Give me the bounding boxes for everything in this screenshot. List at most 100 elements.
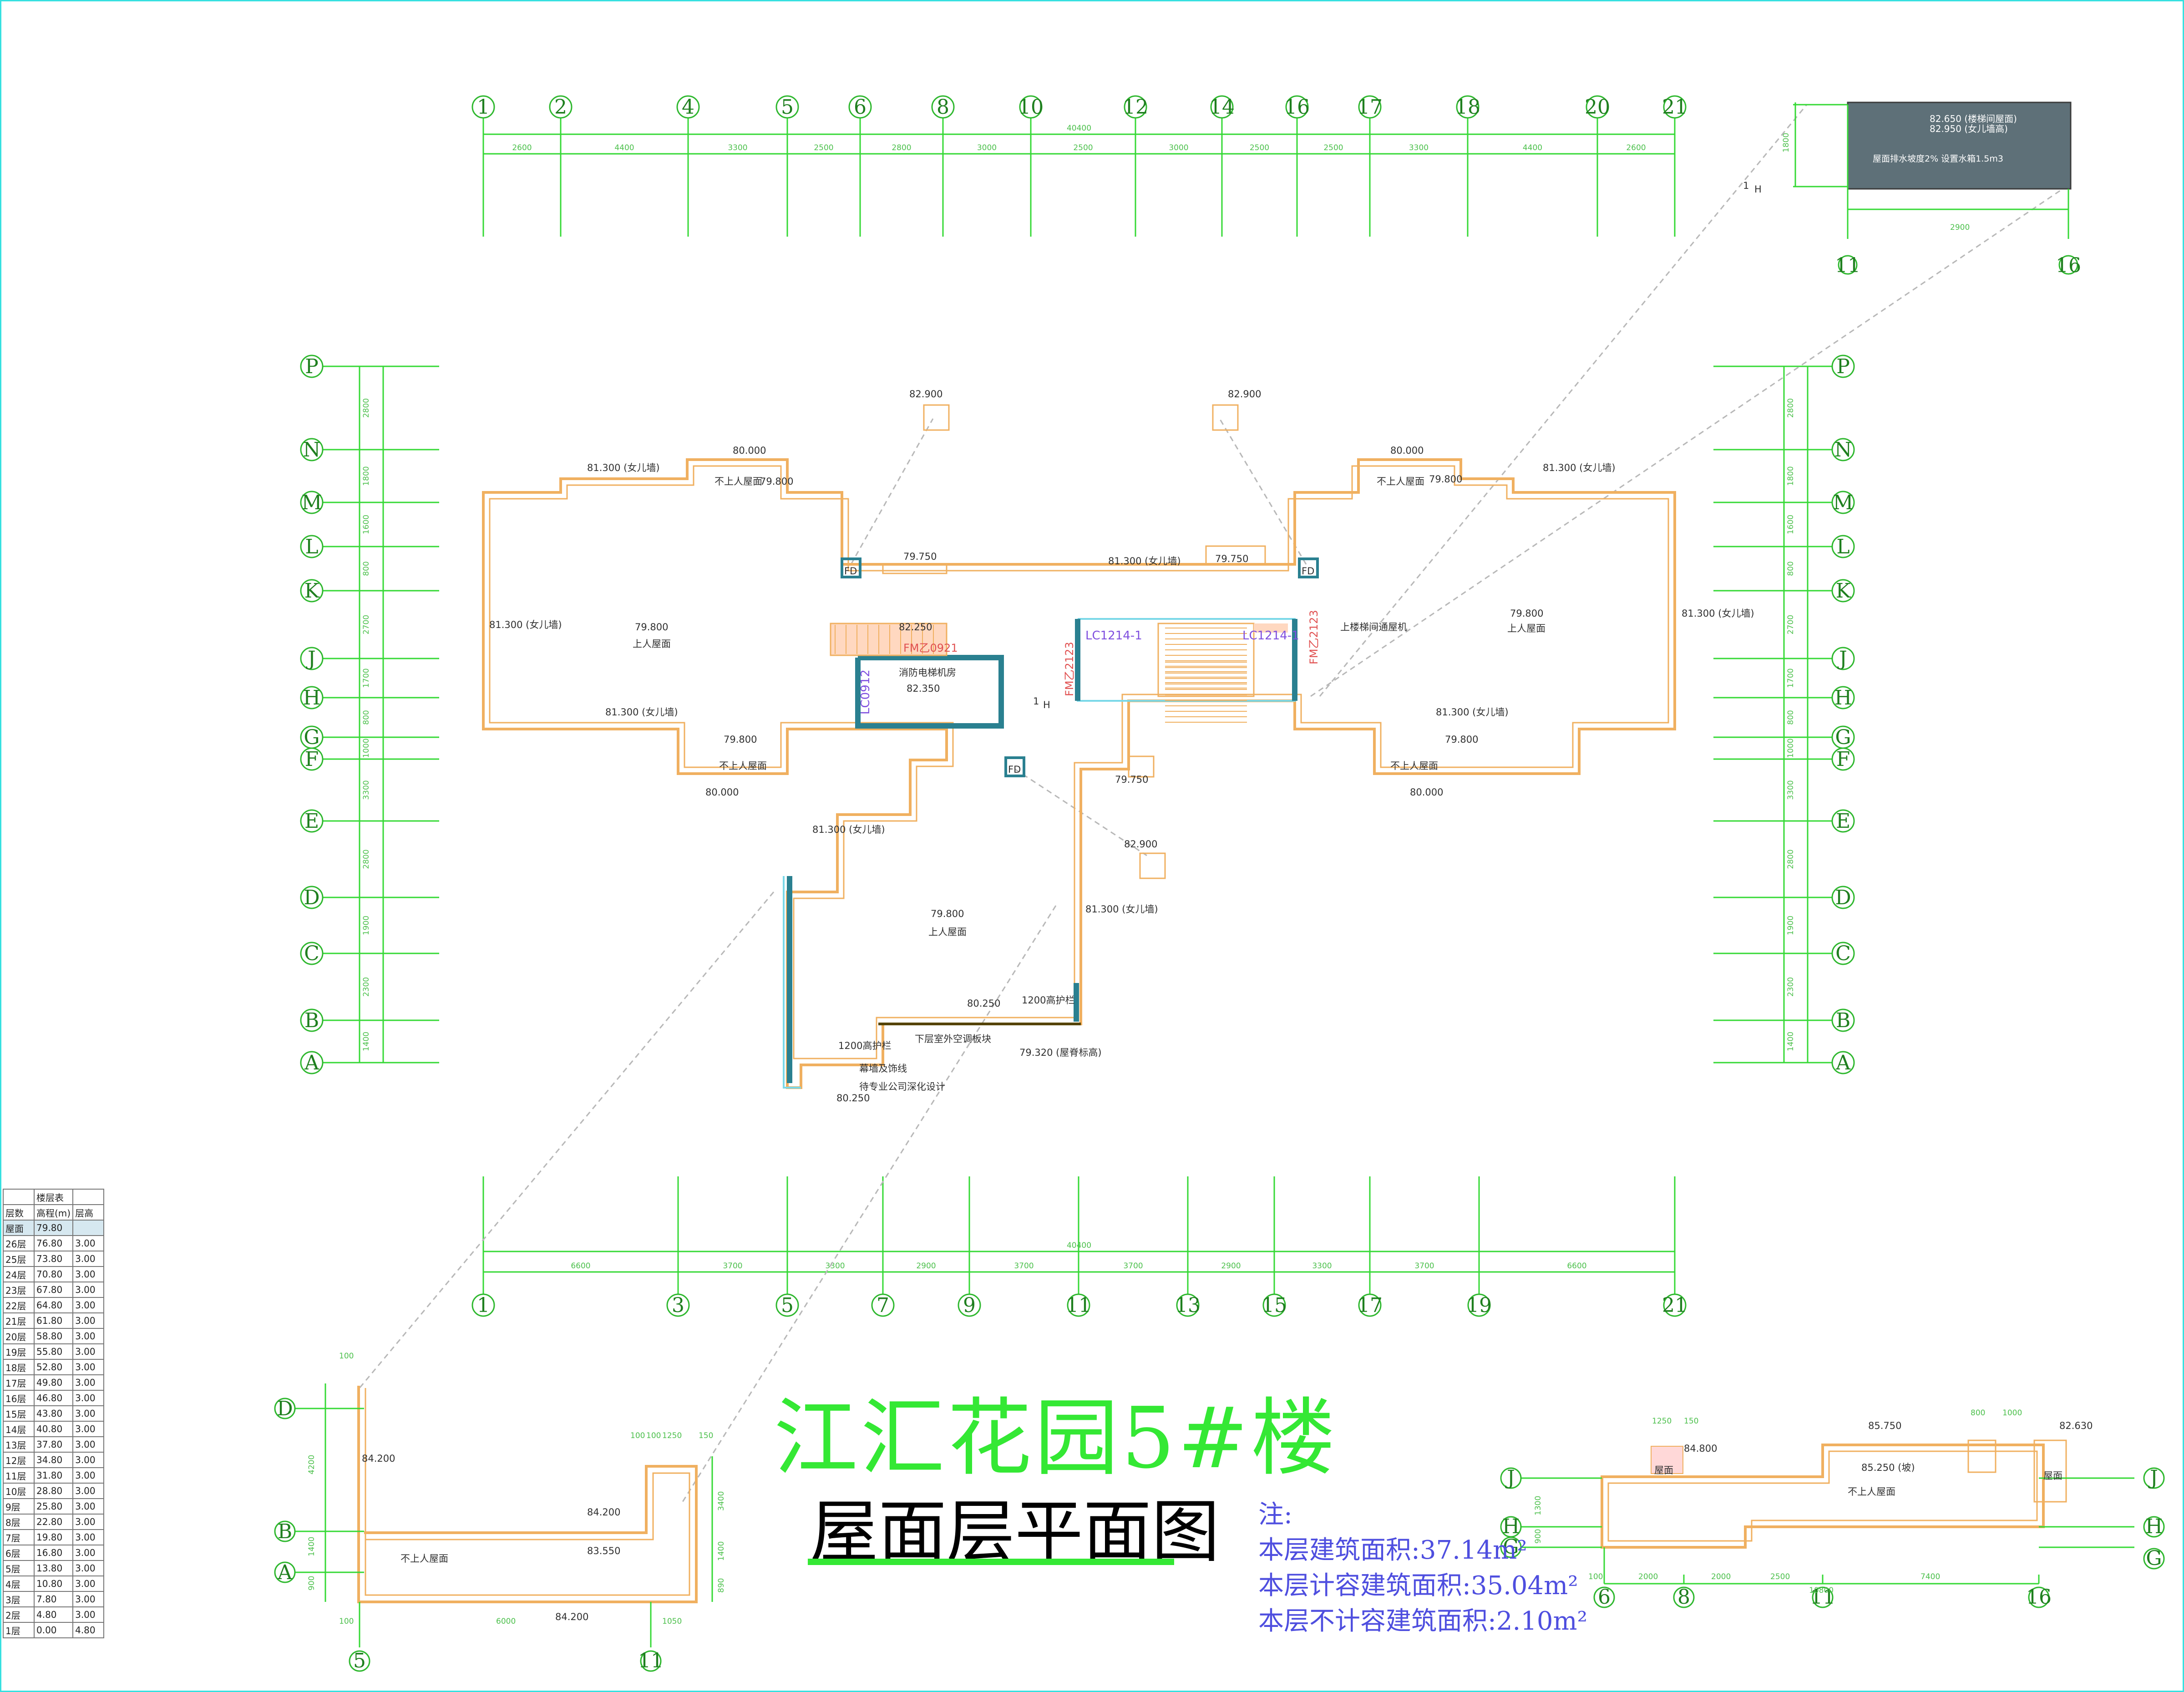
note-line: 本层不计容建筑面积:2.10m² bbox=[1258, 1606, 1588, 1636]
table-cell: 22.80 bbox=[33, 1514, 74, 1530]
axis-bubble bbox=[775, 1293, 799, 1317]
axis-label: H bbox=[303, 686, 320, 709]
elev-label: 79.800 bbox=[1510, 608, 1543, 619]
elev-label: 81.300 (女儿墙) bbox=[1682, 608, 1754, 619]
table-cell: 3.00 bbox=[72, 1436, 105, 1453]
main-roof-outline bbox=[482, 458, 1676, 1089]
table-cell: 3.00 bbox=[72, 1405, 105, 1422]
elev-label: 80.250 bbox=[836, 1093, 870, 1104]
door-label: FM乙2123 bbox=[1063, 642, 1076, 696]
axis-label: E bbox=[1836, 810, 1850, 833]
table-cell: 23层 bbox=[3, 1282, 35, 1298]
dim-label: 2900 bbox=[1950, 223, 1970, 232]
dim-label: 3300 bbox=[825, 1261, 845, 1271]
dim-label: 1050 bbox=[662, 1617, 682, 1626]
axis-bubble bbox=[1456, 95, 1480, 119]
dim-label: 6600 bbox=[571, 1261, 590, 1271]
axis-label: 16 bbox=[2026, 1586, 2052, 1609]
axis-bubble bbox=[1831, 491, 1855, 514]
dim-label: 1900 bbox=[1786, 916, 1795, 935]
notes-block: 注: 本层建筑面积:37.14m² 本层计容建筑面积:35.04m² 本层不计容… bbox=[1258, 1497, 1587, 1639]
table-cell: 0.00 bbox=[33, 1622, 74, 1638]
table-cell: 61.80 bbox=[33, 1312, 74, 1329]
dim-label: 1400 bbox=[307, 1537, 316, 1556]
note-line: 本层建筑面积:37.14m² bbox=[1258, 1535, 1527, 1565]
door-label: FM乙0921 bbox=[903, 642, 958, 654]
dim-label: 1900 bbox=[362, 916, 371, 935]
table-cell: 16.80 bbox=[33, 1545, 74, 1561]
dim-label: 2500 bbox=[1073, 143, 1093, 152]
axis-label: C bbox=[304, 942, 319, 965]
plan-labels: 82.900 82.900 80.000 80.000 81.300 (女儿墙)… bbox=[489, 389, 1754, 1104]
axis-label: 17 bbox=[1357, 96, 1383, 119]
table-cell: 31.80 bbox=[33, 1467, 74, 1484]
fd-label: FD bbox=[844, 566, 857, 577]
dim-label: 2700 bbox=[1786, 615, 1795, 634]
axis-bubble bbox=[1285, 95, 1309, 119]
axis-label: 19 bbox=[1466, 1294, 1492, 1317]
elev-label: 85.750 bbox=[1868, 1420, 1901, 1431]
axis-bubble bbox=[1831, 1051, 1855, 1074]
dim-label: 3000 bbox=[977, 143, 997, 152]
table-cell: 73.80 bbox=[33, 1251, 74, 1267]
axis-label: 9 bbox=[963, 1294, 976, 1317]
table-cell: 58.80 bbox=[33, 1328, 74, 1344]
axis-bubble bbox=[1176, 1293, 1200, 1317]
dim-label: 6600 bbox=[1567, 1261, 1586, 1271]
table-cell: 3.00 bbox=[72, 1467, 105, 1484]
detail-right: J H G J H G 6 8 11 16 84.800 85.750 85.2… bbox=[1500, 1408, 2165, 1609]
elev-label: 80.000 bbox=[705, 787, 739, 798]
elev-label: 81.300 (女儿墙) bbox=[1436, 707, 1509, 718]
axis-label: B bbox=[304, 1009, 319, 1032]
table-cell: 屋面 bbox=[3, 1220, 35, 1236]
table-cell: 11层 bbox=[3, 1467, 35, 1484]
elev-label: 84.200 bbox=[555, 1611, 588, 1622]
axis-bubble bbox=[1831, 747, 1855, 771]
table-cell: 24层 bbox=[3, 1266, 35, 1282]
window-strips bbox=[783, 618, 1297, 1089]
dim-label: 1400 bbox=[717, 1541, 726, 1561]
elev-label: 84.800 bbox=[1684, 1443, 1717, 1454]
table-cell: 13.80 bbox=[33, 1560, 74, 1576]
room-label: 消防电梯机房 bbox=[899, 667, 956, 678]
axis-bubble bbox=[1831, 686, 1855, 709]
roof-type-label: 上人屋面 bbox=[633, 638, 671, 649]
section-mark: 1 bbox=[1743, 180, 1749, 191]
axis-bubble bbox=[300, 686, 324, 709]
table-cell: 52.80 bbox=[33, 1359, 74, 1375]
axis-label: 15 bbox=[1262, 1294, 1287, 1317]
dim-label: 4400 bbox=[1523, 143, 1542, 152]
axis-label: P bbox=[1836, 355, 1850, 378]
stair-note: 上楼梯间通屋机 bbox=[1340, 622, 1407, 633]
table-cell: 3.00 bbox=[72, 1282, 105, 1298]
elev-label: 81.300 (女儿墙) bbox=[605, 707, 678, 718]
axis-bubble bbox=[1831, 647, 1855, 670]
axis-label: 18 bbox=[1455, 96, 1480, 119]
table-cell: 79.80 bbox=[33, 1220, 74, 1236]
dim-label: 800 bbox=[1786, 710, 1795, 724]
table-cell: 3.00 bbox=[72, 1498, 105, 1515]
axis-bubble bbox=[1210, 95, 1234, 119]
dim-label: 7400 bbox=[1921, 1572, 1940, 1581]
axis-label: 2 bbox=[554, 96, 567, 119]
axis-label: 1 bbox=[477, 96, 490, 119]
axis-label: 14 bbox=[1209, 96, 1235, 119]
table-cell: 76.80 bbox=[33, 1235, 74, 1251]
elev-label: 82.630 bbox=[2059, 1420, 2093, 1431]
elev-label: 82.650 (楼梯间屋面) bbox=[1930, 113, 2017, 124]
table-cell: 4.80 bbox=[72, 1622, 105, 1638]
dim-label: 100 bbox=[1588, 1572, 1603, 1581]
table-cell: 3.00 bbox=[72, 1591, 105, 1607]
fd-label: FD bbox=[1008, 764, 1021, 775]
axis-bubble bbox=[300, 535, 324, 558]
axis-label: 11 bbox=[1835, 254, 1860, 277]
table-cell: 28.80 bbox=[33, 1483, 74, 1499]
elev-label: 83.550 bbox=[587, 1545, 620, 1556]
